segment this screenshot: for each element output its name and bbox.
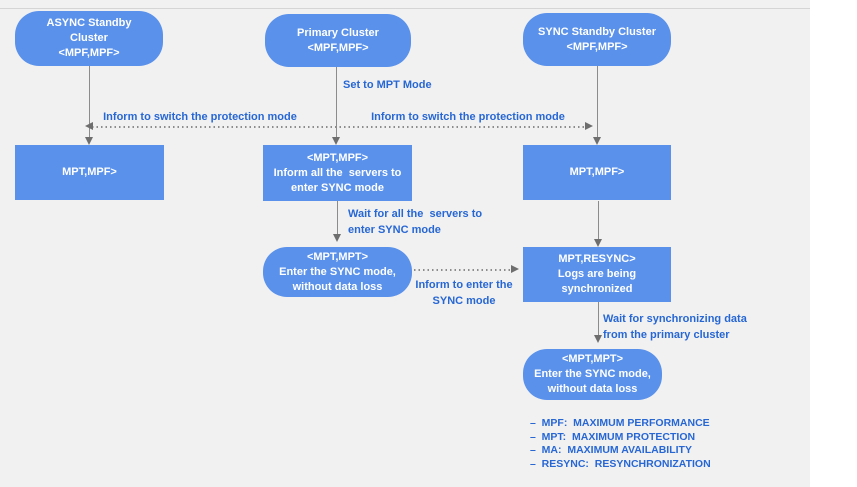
text-line: MPT,MPF> [62,166,117,178]
node-primary-cluster: Primary Cluster <MPF,MPF> [265,14,411,67]
text-line: Primary Cluster [297,26,379,39]
text-line: Inform to enter the [415,279,513,291]
text-line: synchronized [561,283,633,295]
text-line: Inform to switch the protection mode [103,111,297,123]
arrowhead-down-icon [333,234,341,242]
label-inform-switch-left: Inform to switch the protection mode [100,109,300,125]
legend-item-mpf: – MPF: MAXIMUM PERFORMANCE [530,417,710,429]
legend-item-mpt: – MPT: MAXIMUM PROTECTION [530,430,696,443]
text-line: Wait for synchronizing data [603,313,747,325]
edge-sync-down [597,66,598,138]
edge-primary-down [336,67,337,138]
edge-resync-final-down [598,302,599,336]
node-sync-mpt-state: MPT,MPF> [523,145,671,200]
text-line: Inform to switch the protection mode [371,111,565,123]
node-sync-final-mode: <MPT,MPT> Enter the SYNC mode, without d… [523,349,662,400]
text-line: Wait for all the servers to [348,208,483,220]
label-inform-switch-right: Inform to switch the protection mode [368,109,568,125]
text-line: Set to MPT Mode [343,79,432,91]
node-async-standby-cluster: ASYNC Standby Cluster <MPF,MPF> [15,11,163,66]
text-line: <MPT,MPT> [306,250,369,263]
text-line: ASYNC Standby [46,17,132,29]
node-sync-standby-cluster: SYNC Standby Cluster <MPF,MPF> [523,13,671,66]
text-line: from the primary cluster [603,329,730,341]
arrowhead-left-icon [85,122,93,130]
text-line: without data loss [547,383,638,395]
text-line: Enter the SYNC mode, [534,368,651,380]
edge-async-down [89,66,90,138]
arrowhead-down-icon [593,137,601,145]
text-line: SYNC mode [432,295,496,307]
edge-primary-wait-down [337,201,338,235]
edge-inform-switch [92,126,585,128]
text-line: MPT,MPF> [569,166,625,178]
label-wait-all-servers: Wait for all the servers to enter SYNC m… [348,206,482,238]
edge-inform-enter-sync [414,269,511,271]
text-line: Inform all the servers to [273,166,402,179]
arrowhead-right-icon [585,122,593,130]
legend-item-ma: – MA: MAXIMUM AVAILABILITY [530,444,692,456]
text-line: <MPT,MPF> [306,151,369,164]
text-line: SYNC Standby Cluster [538,25,656,38]
node-async-mpt-state: MPT,MPF> [15,145,164,200]
edge-sync-resync-down [598,201,599,240]
node-primary-sync-mode: <MPT,MPT> Enter the SYNC mode, without d… [263,247,412,297]
text-line: Enter the SYNC mode, [279,265,396,278]
arrowhead-down-icon [85,137,93,145]
text-line: <MPF,MPF> [566,40,628,53]
arrowhead-right-icon [511,265,519,273]
legend: – MPF: MAXIMUM PERFORMANCE – MPT: MAXIMU… [530,417,711,471]
text-line: <MPF,MPF> [307,41,369,54]
node-sync-resync-state: MPT,RESYNC> Logs are being synchronized [523,247,671,302]
label-inform-enter-sync: Inform to enter the SYNC mode [414,277,514,309]
text-line: <MPT,MPT> [561,353,624,365]
arrowhead-down-icon [594,239,602,247]
label-wait-sync-data: Wait for synchronizing data from the pri… [603,311,747,343]
text-line: <MPF,MPF> [58,47,120,59]
text-line: without data loss [292,280,383,293]
text-line: Logs are being [557,268,637,280]
text-line: enter SYNC mode [291,181,384,194]
top-border-line [0,8,810,9]
diagram-background-panel [0,0,810,487]
text-line: MPT,RESYNC> [558,253,636,265]
arrowhead-down-icon [332,137,340,145]
legend-item-resync: – RESYNC: RESYNCHRONIZATION [530,457,711,470]
label-set-to-mpt-mode: Set to MPT Mode [343,77,432,93]
text-line: Cluster [70,32,108,44]
arrowhead-down-icon [594,335,602,343]
text-line: enter SYNC mode [348,224,441,236]
node-primary-mpt-state: <MPT,MPF> Inform all the servers to ente… [263,145,412,201]
